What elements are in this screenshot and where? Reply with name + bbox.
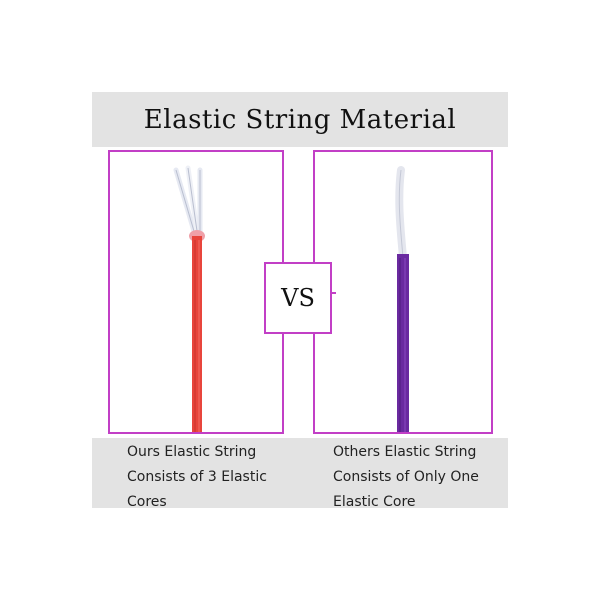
caption-banner	[92, 438, 508, 508]
vs-label: VS	[281, 284, 315, 312]
ours-caption-line: Cores	[127, 494, 167, 510]
single-core-string-image	[395, 166, 409, 432]
ours-caption-line: Ours Elastic String	[127, 444, 257, 460]
elastic-core-strand	[395, 166, 407, 262]
ours-caption: Ours Elastic String Consists of 3 Elasti…	[127, 440, 267, 515]
others-caption-line: Consists of Only One	[333, 469, 479, 485]
others-caption-line: Elastic Core	[333, 494, 416, 510]
title-banner: Elastic String Material	[92, 92, 508, 147]
three-core-string-image	[173, 165, 205, 432]
elastic-core-strands	[173, 165, 203, 241]
connector-line-right	[330, 292, 336, 294]
others-caption: Others Elastic String Consists of Only O…	[333, 440, 479, 515]
vs-badge: VS	[264, 262, 332, 334]
purple-string-body	[397, 254, 409, 432]
others-caption-line: Others Elastic String	[333, 444, 477, 460]
page-title: Elastic String Material	[143, 104, 457, 135]
ours-caption-line: Consists of 3 Elastic	[127, 469, 267, 485]
red-string-body	[192, 236, 202, 432]
